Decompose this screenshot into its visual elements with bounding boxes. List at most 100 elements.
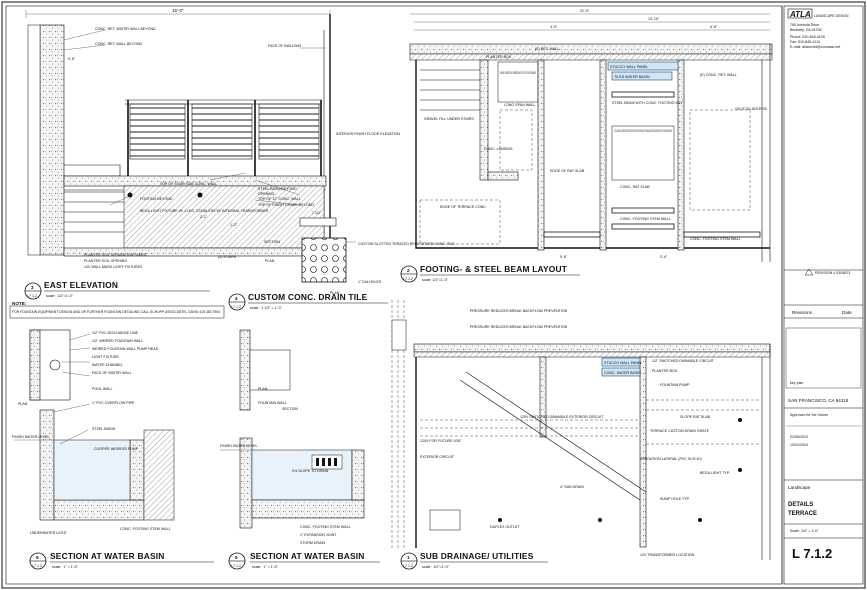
drain-label-basin: CONC. WATER BASIN [604, 371, 641, 375]
foot-label-span: LONG SPAN WALL [504, 103, 535, 107]
footing-layout-detail: 22'-0" 13'-10" 4'-0" 6'-8" [400, 9, 773, 283]
elev-label-0: CONC. RET. WATER WALL BEYOND [95, 27, 156, 31]
drain-label-120v: 120V SWITCHED DIMMABLE EXTERIOR CIRCUIT [520, 415, 604, 419]
landscape-label: Landscape [788, 485, 811, 490]
tile-title: CUSTOM CONC. DRAIN TILE [248, 292, 368, 302]
drain-label-stucco: STUCCO WALL PANEL [604, 361, 642, 365]
firm-phone: Phone: 510-845-4109 [790, 35, 825, 39]
note-heading: NOTE: [12, 301, 27, 306]
tile-plan-label: PLAN [330, 291, 340, 295]
basin-plan-label: PLAN [18, 402, 28, 406]
revisions-label: Revisions [792, 310, 813, 315]
elev-label-15: PLAN [265, 259, 275, 263]
foot-label-planter: PLANTER BOX [486, 55, 512, 59]
note-text: FOR FOUNTAIN EQUIPMENT DESIGN AND OR FUR… [12, 310, 220, 314]
foot-label-beam: STEEL BEAM WITH CONC. FOOTING KEY [612, 101, 683, 105]
basin5-num: 5 [235, 555, 238, 560]
elev-label-10: BEGA LIGHT FIXTURE W/ 1 LED, STAINLESS W… [140, 209, 269, 213]
drain-label-bega: BEGA LIGHT TYP. [700, 471, 730, 475]
firm-logo: ATLA LANDSCAPE DESIGN [787, 8, 849, 19]
foot-label-ratslab: CONC. RAT SLAB [620, 185, 650, 189]
foot-note-l1: NOTE: ALL BALANCED LOAD TRANSFER ON SUBS… [614, 129, 672, 133]
drain-label-bfp: PRESSURE REDUCED BREAK BACKFLOW PREVENTI… [470, 309, 568, 313]
basin-label-5: FACE OF WATER WALL [92, 371, 132, 375]
basin5-plan-label: PLAN [258, 387, 268, 391]
drain-label-grate: TERRACE CUSTOM DRAIN GRATE [650, 429, 710, 433]
foot-dim-a: 13'-10" [648, 17, 660, 21]
drain-label-future: 120V FOR FUTURE USE [420, 439, 462, 443]
basin-label-0: 1/2" PVC DISCHARGE LINE [92, 331, 139, 335]
elev-label-4: TOP OF STAIR SIDE CONC. WALL [160, 182, 217, 186]
basin-label-8: STEEL BASIN [92, 427, 115, 431]
drain-label-irr: IRRIGATION LATERAL (PVC SCH 40) [640, 457, 702, 461]
logo-sub: LANDSCAPE DESIGN [814, 14, 849, 18]
foot-label-gravel: GRAVEL PLANTER SOIL SEPARATOR W/ FILTER … [500, 71, 536, 75]
drain-scale: scale : 1/2"=1'-0" [422, 565, 450, 569]
basin-fwl: FINISH WATER LEVEL [12, 435, 50, 439]
drain-label-ext: EXTERIOR CIRCUIT [420, 455, 455, 459]
location-text: SAN FRANCISCO, CA 94118 [788, 398, 849, 403]
elev-label-2: FACE OF BUILDING [268, 44, 302, 48]
foot-dim-top: 22'-0" [580, 9, 590, 13]
basin-label-11: COOPER INGRESS PUMP [94, 447, 139, 451]
elev-scale: scale : 1/2"=1'-0" [46, 294, 74, 298]
elev-label-7: TOP OF 12" CONC. WALL [258, 197, 301, 201]
foot-scale: scale: 1/2"=1'-0" [422, 278, 449, 282]
drain-label-sump: SUMP HOLE TYP. [660, 497, 690, 501]
elev-label-1: CONC. RET. WALL BEYOND [95, 42, 142, 46]
date-label: Date [842, 310, 852, 315]
tile-num: 4 [235, 296, 238, 301]
foot-label-landing: CONC. LANDING [484, 147, 513, 151]
date-value: 10/01/2024 [790, 443, 808, 447]
foot-dim-b: 4'-0" [550, 25, 558, 29]
elev-label-14: (5) STAIRS [218, 255, 237, 259]
water-basin-detail-6: PLAN FINISH WATER LEVEL 1/2" PVC DISCHAR… [12, 329, 214, 570]
drain-label-slope: SLOPE RAT SLAB [680, 415, 711, 419]
drain-label-subdrain: 4" SUB DRAIN [560, 485, 584, 489]
basin6-scale: scale : 1" = 1'-0" [52, 565, 79, 569]
basin-label-4: WATER CHANNEL [92, 363, 123, 367]
drain-label-bfp2: PRESSURE REDUCED BREAK BACKFLOW PREVENTI… [470, 325, 568, 329]
elev-dim-b: 2'-1" [200, 215, 208, 219]
foot-dim-c: 6'-8" [710, 25, 718, 29]
elev-label-12: PLANTER SOIL OPENING [84, 259, 127, 263]
elev-label-13: 12V WALL MASK LIGHT FIXTURES [84, 265, 143, 269]
basin5-joint: 1" EXPANSION JOINT [300, 533, 337, 537]
water-basin-detail-5: PLAN FOUNTAIN WALL FINISH WATER LEVEL 2%… [220, 329, 380, 570]
sheet-scale: Scale: 1/4" = 1'-0" [790, 529, 819, 533]
sheet-title1: DETAILS [788, 502, 813, 508]
basin-label-10: CONC. FOOTING STEM WALL [120, 527, 171, 531]
basin-label-1: 1/2" WEIRED FOUNTAIN WALL [92, 339, 143, 343]
elev-num: 3 [31, 285, 34, 290]
elev-dim-top: 15'-0" [172, 8, 184, 13]
firm-address1: 765 Avenida Drive [790, 23, 819, 27]
foot-title: FOOTING- & STEEL BEAM LAYOUT [420, 264, 568, 274]
drain-label-12v: 1/2" SWITCHED DIMMABLE CIRCUIT [652, 359, 715, 363]
drain-label-pump: FOUNTAIN PUMP [660, 383, 690, 387]
basin6-sheet: L7.1.2 [32, 564, 42, 568]
drain-tile-detail: SECTION 7 1/2" CUSTOM SLOTTED TERAZZO RE… [228, 211, 455, 311]
basin5-title: SECTION AT WATER BASIN [250, 551, 365, 561]
basin-label-12: UNDERWATER LIGHT [30, 531, 68, 535]
foot-sheet: L7.1.2 [403, 277, 413, 281]
foot-label-stem2: CONC. FOOTING STEM WALL [690, 237, 741, 241]
foot-label-basin: TILED WATER BASIN [614, 75, 650, 79]
drain-label-planter: PLANTER BOX [652, 369, 678, 373]
basin5-sheet: L7.1.2 [231, 564, 241, 568]
basin6-num: 6 [36, 555, 39, 560]
basin-label-2: WEIRED FOUNTAIN WALL PUMP HEAD [92, 347, 159, 351]
basin5-stem: CONC. FOOTING STEM WALL [300, 525, 351, 529]
drain-label-duplex: DUPLEX OUTLET [490, 525, 520, 529]
east-elevation-detail: 15'-0" [24, 8, 400, 300]
elev-label-9: TOP OF FINISH GRADE BEYOND [258, 203, 314, 207]
tile-dim: 7 1/2" [312, 211, 322, 215]
revision-text: REVISION 4 03/08/23 [815, 271, 850, 275]
firm-email: E-mail: atlaschell@comcast.net [790, 45, 840, 49]
sub-drainage-detail: STUCCO WALL PANEL CONC. WATER BASIN PRES… [391, 300, 771, 570]
elev-label-8: FOOTING BEYOND [140, 197, 173, 201]
drain-num: 1 [407, 555, 410, 560]
elev-label-6: OPENING [258, 192, 275, 196]
basin5-section-label: SECTION [282, 407, 298, 411]
sheet-number: L 7.1.2 [792, 546, 832, 561]
foot-label-stucco: STUCCO WALL PANEL [610, 65, 648, 69]
